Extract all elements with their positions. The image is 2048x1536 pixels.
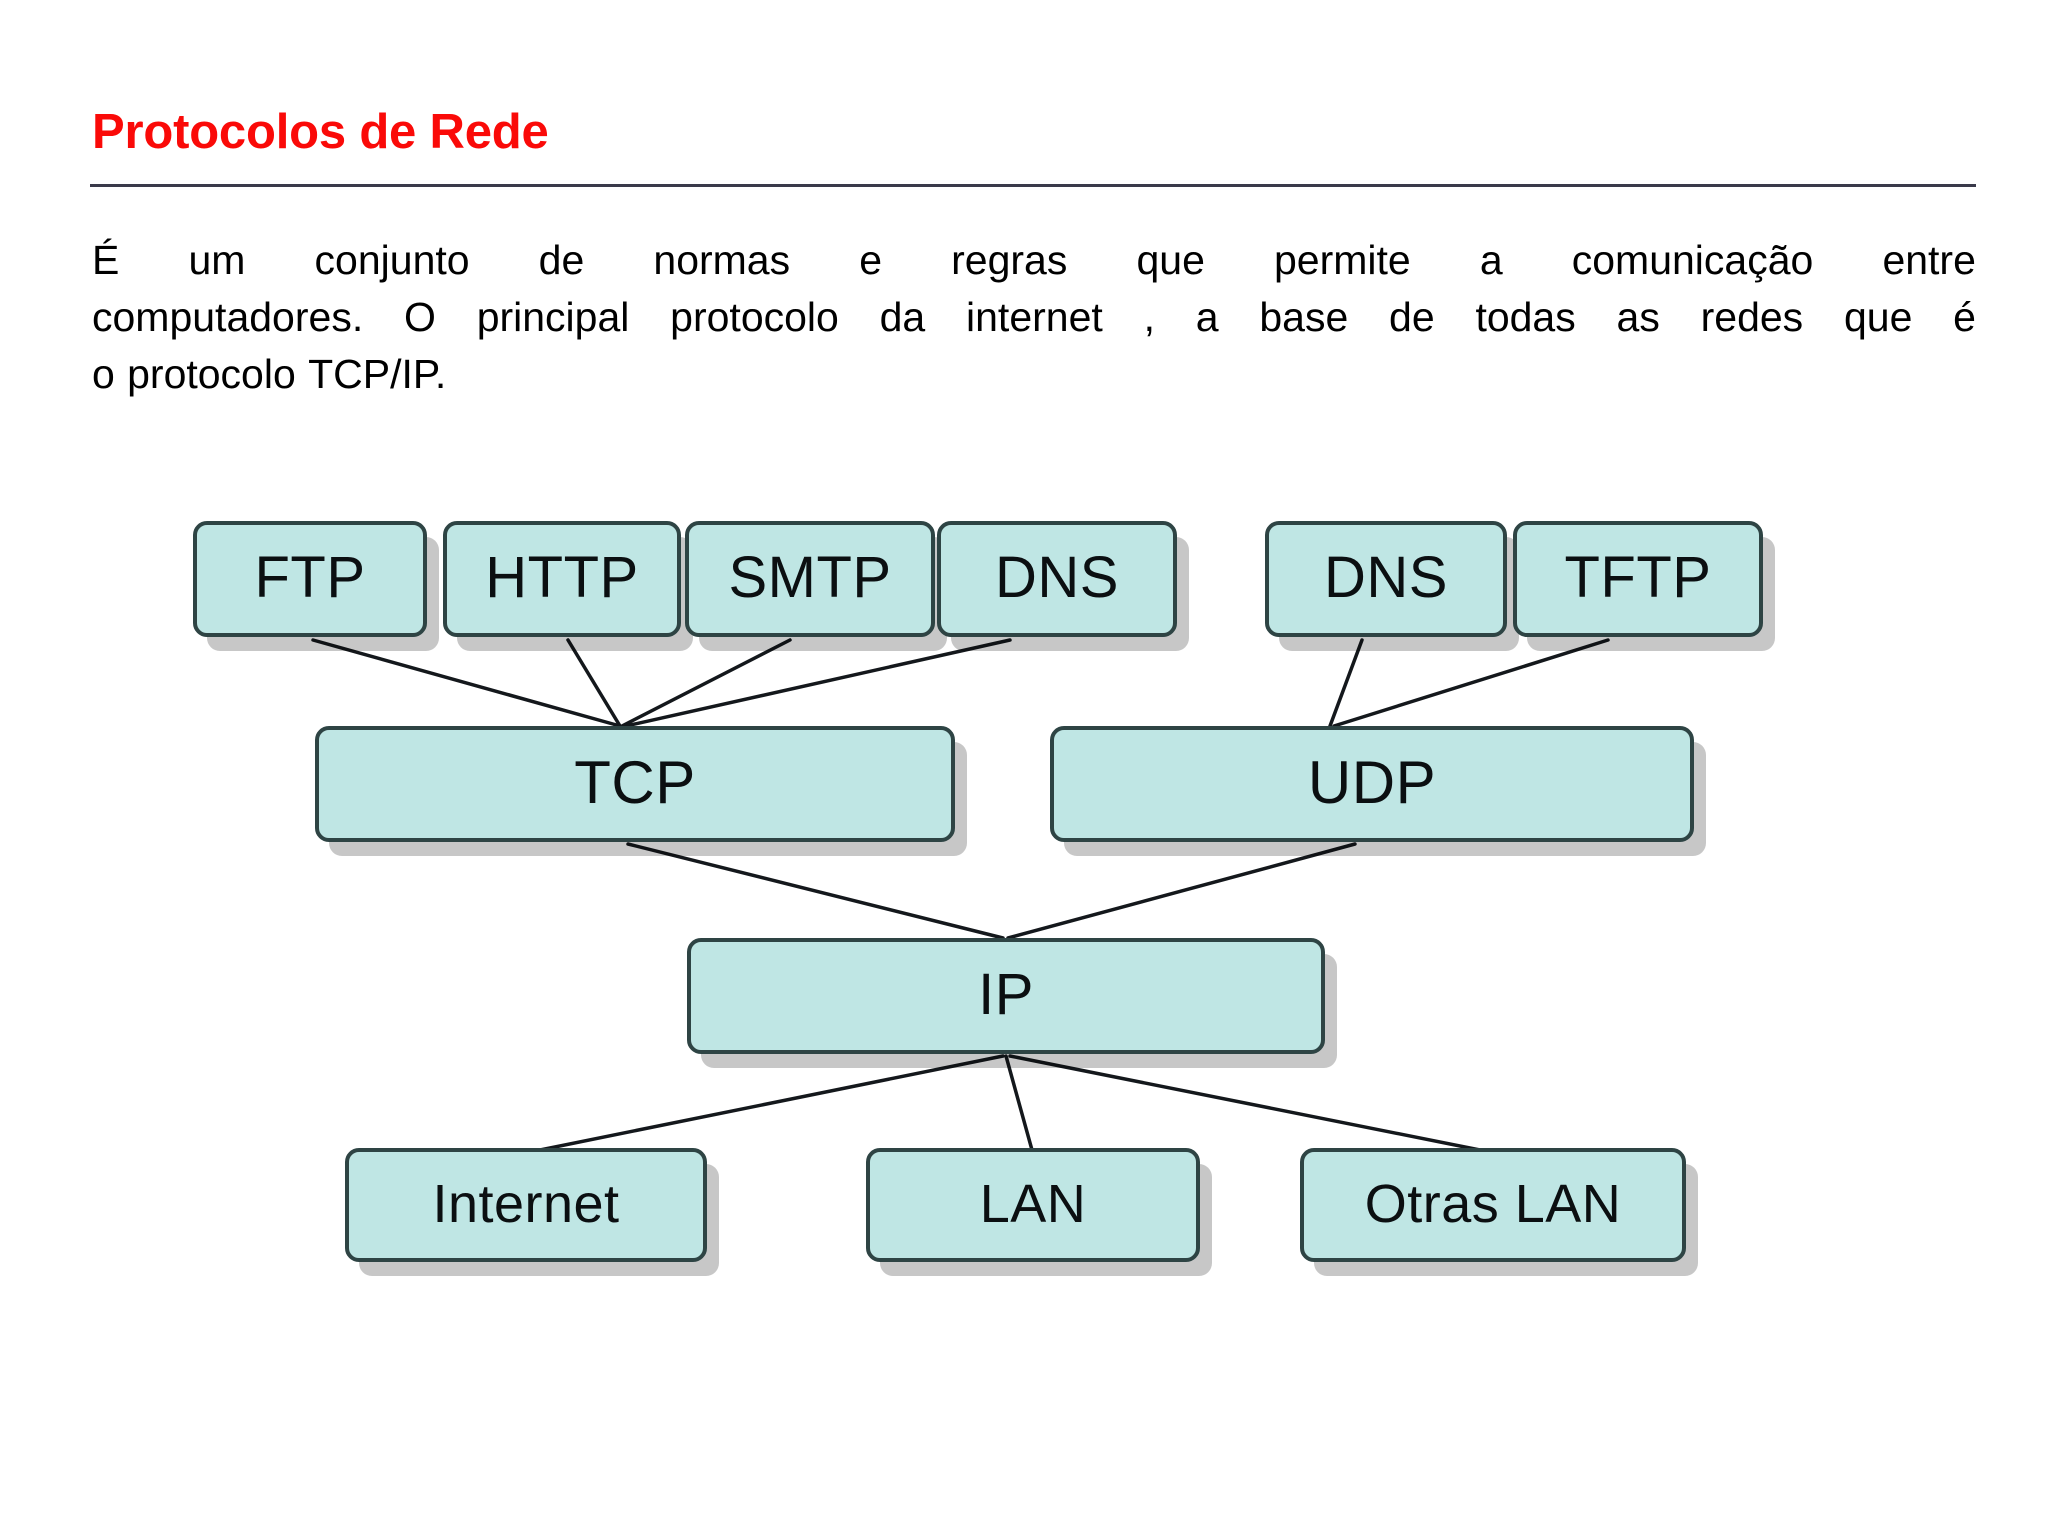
body-word: a — [1479, 237, 1503, 283]
body-word: comunicação — [1571, 237, 1814, 283]
body-line: o protocolo TCP/IP. — [92, 346, 1976, 403]
diagram-node-label: UDP — [1307, 749, 1437, 816]
connector-ftp-to-tcp — [311, 638, 622, 728]
diagram-node-udp: UDP — [1050, 726, 1694, 842]
body-word: todas — [1475, 294, 1576, 340]
body-word: que — [1843, 294, 1913, 340]
connector-udp-to-ip — [1006, 842, 1357, 940]
diagram-node-ip: IP — [687, 938, 1325, 1054]
diagram-node-label: DNS — [1324, 545, 1448, 610]
diagram-node-label: TFTP — [1564, 545, 1712, 610]
body-word: computadores. — [92, 294, 364, 340]
diagram-node-label: HTTP — [485, 545, 639, 610]
body-word: protocolo — [127, 351, 296, 397]
body-word: conjunto — [314, 237, 470, 283]
body-word: as — [1616, 294, 1660, 340]
body-word: de — [1389, 294, 1435, 340]
body-word: , — [1143, 294, 1155, 340]
connector-tftp-to-udp — [1332, 638, 1610, 728]
connector-http-to-tcp — [566, 638, 622, 728]
body-word: e — [859, 237, 883, 283]
diagram-node-dns-udp: DNS — [1265, 521, 1507, 637]
connector-tcp-to-ip — [626, 842, 1005, 940]
diagram-node-lan: LAN — [866, 1148, 1200, 1262]
diagram-node-tftp: TFTP — [1513, 521, 1763, 637]
body-word: principal — [476, 294, 630, 340]
connector-ip-to-lan — [1004, 1054, 1034, 1152]
diagram-node-label: LAN — [979, 1174, 1087, 1234]
connector-dns_tcp-to-tcp — [624, 638, 1012, 728]
diagram-node-label: TCP — [574, 749, 696, 816]
diagram-node-smtp: SMTP — [685, 521, 935, 637]
body-word: regras — [951, 237, 1068, 283]
body-word: entre — [1882, 237, 1976, 283]
connector-smtp-to-tcp — [620, 638, 792, 728]
diagram-node-tcp: TCP — [315, 726, 955, 842]
body-word: de — [538, 237, 585, 283]
diagram-node-dns-tcp: DNS — [937, 521, 1177, 637]
body-word: base — [1259, 294, 1349, 340]
body-word: que — [1136, 237, 1205, 283]
diagram-node-internet: Internet — [345, 1148, 707, 1262]
diagram-node-ftp: FTP — [193, 521, 427, 637]
body-word: redes — [1700, 294, 1804, 340]
title-divider — [90, 184, 1976, 187]
connector-dns_udp-to-udp — [1328, 638, 1364, 728]
diagram-node-label: IP — [978, 962, 1034, 1027]
body-word: o — [92, 351, 115, 397]
diagram-node-http: HTTP — [443, 521, 681, 637]
connector-ip-to-internet — [538, 1054, 1005, 1152]
body-word: da — [879, 294, 926, 340]
diagram-node-label: Internet — [432, 1174, 620, 1234]
body-word: normas — [653, 237, 791, 283]
body-word: TCP/IP. — [308, 351, 447, 397]
body-word: um — [188, 237, 246, 283]
page-title: Protocolos de Rede — [92, 105, 549, 159]
diagram-node-otras: Otras LAN — [1300, 1148, 1686, 1262]
diagram-node-label: Otras LAN — [1364, 1174, 1622, 1234]
body-word: permite — [1274, 237, 1411, 283]
body-word: internet — [966, 294, 1103, 340]
body-word: é — [1953, 294, 1976, 340]
diagram-node-label: DNS — [995, 545, 1119, 610]
body-word: É — [92, 237, 120, 283]
connector-ip-to-otras — [1008, 1054, 1482, 1152]
diagram-node-label: SMTP — [728, 545, 892, 610]
body-word: a — [1195, 294, 1219, 340]
body-word: protocolo — [670, 294, 839, 340]
diagram-node-label: FTP — [254, 545, 366, 610]
body-word: O — [404, 294, 436, 340]
